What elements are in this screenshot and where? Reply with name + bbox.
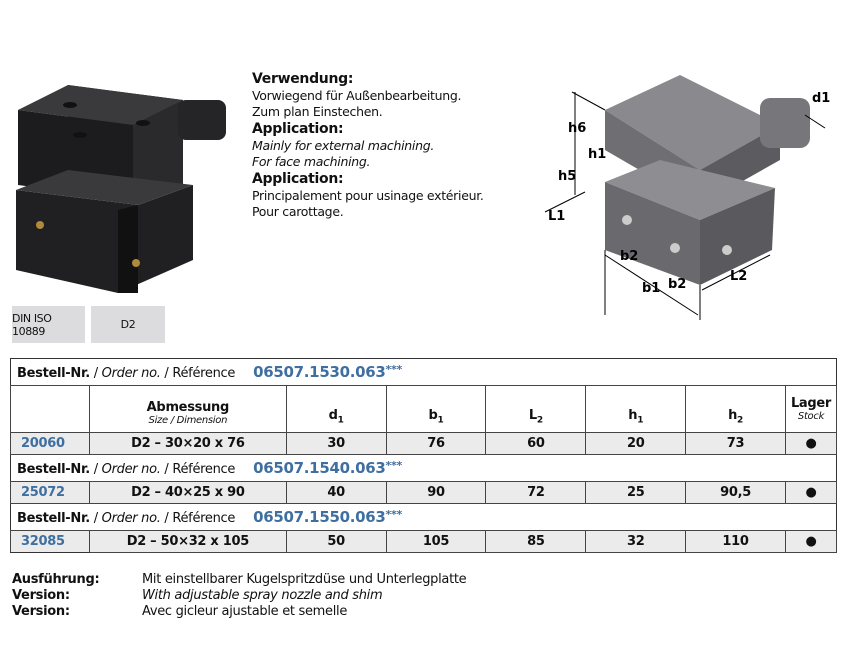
usage-fr-line: Principalement pour usinage extérieur. xyxy=(252,188,484,203)
header-h2: h2 xyxy=(685,385,786,433)
stock-indicator: ● xyxy=(784,432,838,455)
usage-en-line: For face machining. xyxy=(252,154,371,169)
dimension-labels: h6 h1 h5 L1 d1 b2 b2 b1 L2 xyxy=(548,91,830,296)
header-b1: b1 xyxy=(385,385,487,433)
header-h1: h1 xyxy=(585,385,687,433)
label-L2: L2 xyxy=(730,269,747,284)
label-b1: b1 xyxy=(642,281,660,296)
usage-en-line: Mainly for external machining. xyxy=(252,138,435,153)
usage-text: Verwendung: Vorwiegend für Außenbearbeit… xyxy=(252,70,532,220)
label-b2: b2 xyxy=(668,277,686,292)
usage-de-heading: Verwendung: xyxy=(252,71,354,87)
order-number: 06507.1550.063 xyxy=(253,508,386,526)
dimension-diagram: h6 h1 h5 L1 d1 b2 b2 b1 L2 xyxy=(544,75,830,320)
version-label: Ausführung: xyxy=(12,572,100,587)
usage-en-heading: Application: xyxy=(252,121,344,137)
usage-de-line: Vorwiegend für Außenbearbeitung. xyxy=(252,88,462,103)
label-L1: L1 xyxy=(548,209,565,224)
usage-de-line: Zum plan Einstechen. xyxy=(252,104,383,119)
product-photo xyxy=(16,85,226,293)
header-code xyxy=(10,385,90,433)
version-block: Ausführung: Mit einstellbarer Kugelspritz… xyxy=(12,572,467,620)
label-b2: b2 xyxy=(620,249,638,264)
version-text: Mit einstellbarer Kugelspritzdüse und Un… xyxy=(142,572,467,587)
order-number: 06507.1530.063 xyxy=(253,363,386,381)
article-code[interactable]: 25072 xyxy=(10,481,90,504)
header-d1: d1 xyxy=(285,385,387,433)
label-h1: h1 xyxy=(588,147,606,162)
version-label: Version: xyxy=(12,604,70,619)
article-code[interactable]: 20060 xyxy=(10,432,90,455)
label-h5: h5 xyxy=(558,169,576,184)
usage-fr-heading: Application: xyxy=(252,171,344,187)
label-h6: h6 xyxy=(568,121,586,136)
version-label: Version: xyxy=(12,588,70,603)
standard-tag: DIN ISO 10889 xyxy=(12,306,85,343)
stock-indicator: ● xyxy=(784,530,838,553)
order-number: 06507.1540.063 xyxy=(253,459,386,477)
usage-fr-line: Pour carottage. xyxy=(252,204,344,219)
header-L2: L2 xyxy=(485,385,587,433)
article-code[interactable]: 32085 xyxy=(10,530,90,553)
version-text: Avec gicleur ajustable et semelle xyxy=(142,604,348,619)
label-d1: d1 xyxy=(812,91,830,106)
type-tag: D2 xyxy=(91,306,165,343)
version-text: With adjustable spray nozzle and shim xyxy=(142,588,383,603)
stock-indicator: ● xyxy=(784,481,838,504)
